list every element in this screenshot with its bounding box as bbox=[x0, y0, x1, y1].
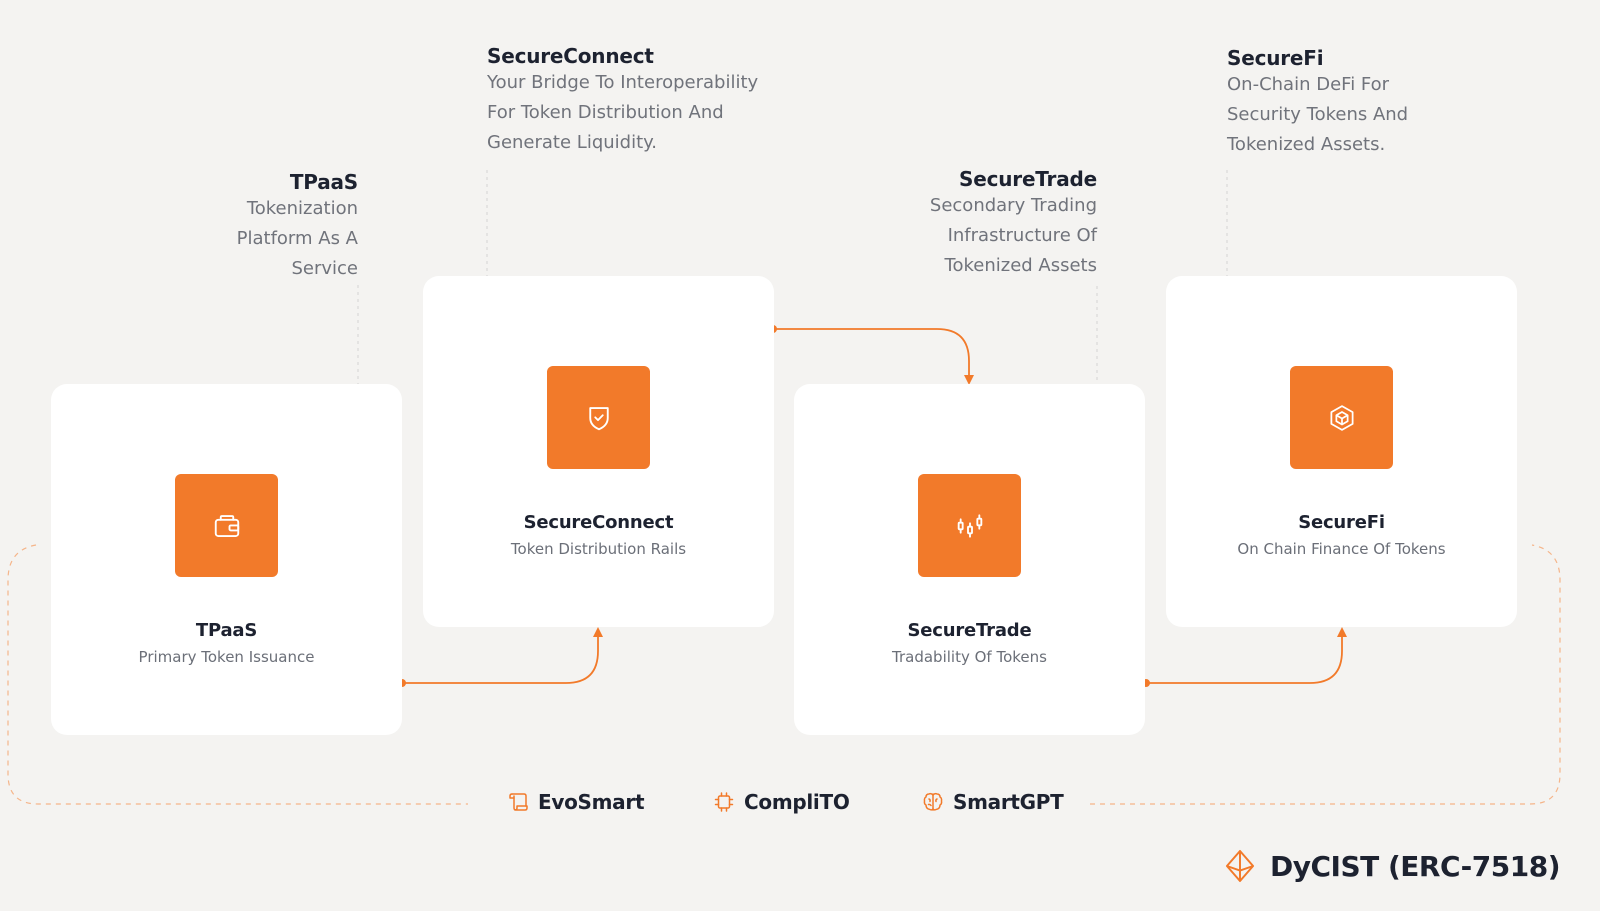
annotation-description: Your Bridge To Interoperability For Toke… bbox=[487, 72, 759, 153]
annotation-title: SecureConnect bbox=[487, 44, 654, 68]
card-subtitle: Primary Token Issuance bbox=[138, 648, 315, 666]
annotation-title: SecureTrade bbox=[959, 167, 1097, 191]
brand-label: DyCIST (ERC-7518) bbox=[1270, 849, 1561, 883]
cube-icon bbox=[1290, 366, 1393, 469]
annotation-title: SecureFi bbox=[1227, 46, 1324, 70]
card-title: SecureFi bbox=[1298, 512, 1385, 533]
tool-complito[interactable]: CompliTO bbox=[712, 790, 850, 814]
card-title: SecureConnect bbox=[523, 512, 674, 533]
tool-label: SmartGPT bbox=[953, 790, 1064, 814]
brain-icon bbox=[923, 792, 943, 811]
wallet-icon bbox=[175, 474, 278, 577]
card-securefi[interactable]: SecureFi On Chain Finance Of Tokens bbox=[1166, 276, 1517, 627]
tool-smartgpt[interactable]: SmartGPT bbox=[921, 790, 1064, 814]
annotation-secureconnect: SecureConnect Your Bridge To Interoperab… bbox=[487, 44, 807, 158]
annotation-description: On-Chain DeFi For Security Tokens And To… bbox=[1227, 74, 1409, 155]
annotation-title: TPaaS bbox=[289, 170, 358, 194]
card-securetrade[interactable]: SecureTrade Tradability Of Tokens bbox=[794, 384, 1145, 735]
card-secureconnect[interactable]: SecureConnect Token Distribution Rails bbox=[423, 276, 774, 627]
card-tpaas[interactable]: TPaaS Primary Token Issuance bbox=[51, 384, 402, 735]
candlestick-icon bbox=[918, 474, 1021, 577]
chip-icon bbox=[714, 792, 734, 812]
annotation-securefi: SecureFi On-Chain DeFi For Security Toke… bbox=[1227, 46, 1487, 160]
card-subtitle: Tradability Of Tokens bbox=[892, 648, 1047, 666]
card-subtitle: On Chain Finance Of Tokens bbox=[1237, 540, 1446, 558]
annotation-securetrade: SecureTrade Secondary Trading Infrastruc… bbox=[860, 167, 1097, 281]
tool-label: EvoSmart bbox=[538, 790, 645, 814]
tool-evosmart[interactable]: EvoSmart bbox=[506, 790, 645, 814]
annotation-description: Tokenization Platform As A Service bbox=[236, 198, 358, 279]
annotation-description: Secondary Trading Infrastructure Of Toke… bbox=[929, 195, 1097, 276]
tool-label: CompliTO bbox=[744, 790, 850, 814]
card-title: TPaaS bbox=[195, 620, 258, 641]
brand-logo: DyCIST (ERC-7518) bbox=[1224, 849, 1561, 883]
shield-check-icon bbox=[547, 366, 650, 469]
diamond-icon bbox=[1225, 849, 1255, 883]
card-subtitle: Token Distribution Rails bbox=[510, 540, 687, 558]
card-title: SecureTrade bbox=[907, 620, 1032, 641]
scroll-icon bbox=[509, 793, 528, 811]
annotation-tpaas: TPaaS Tokenization Platform As A Service bbox=[150, 170, 359, 284]
